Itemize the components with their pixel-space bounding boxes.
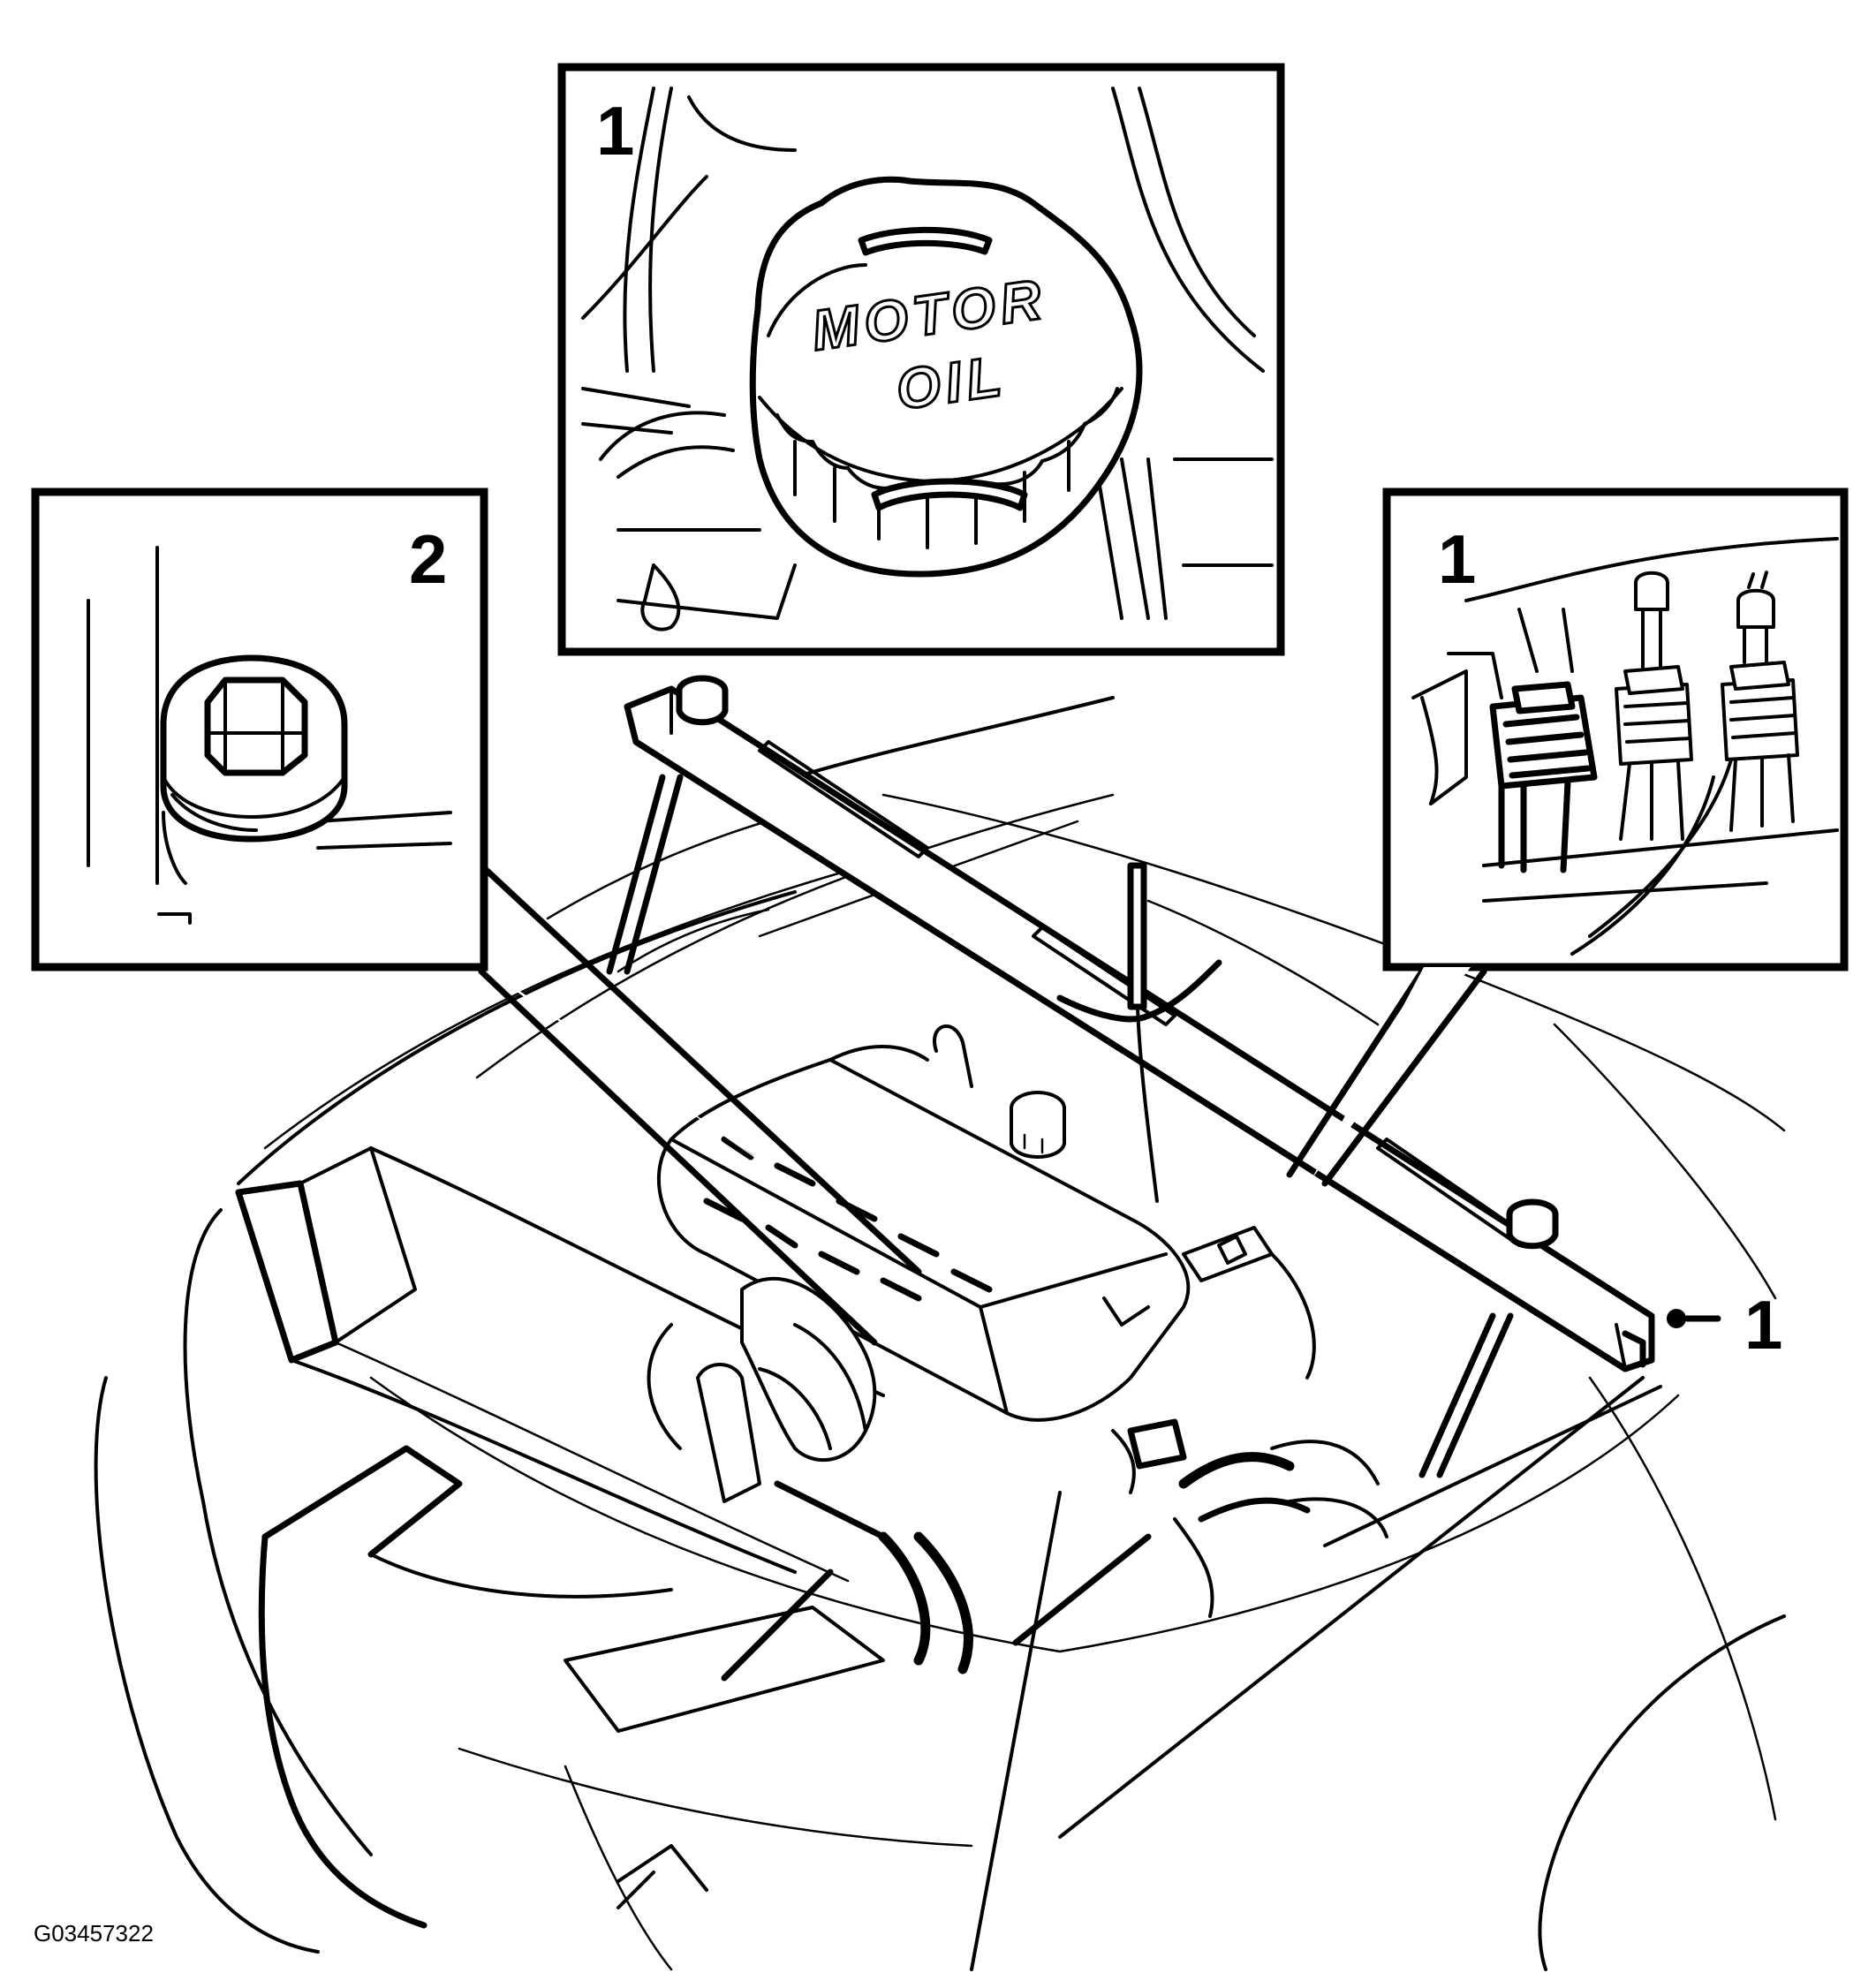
connector-inset-label: 1: [1438, 520, 1476, 598]
support-bar-label: 1: [1744, 1286, 1782, 1364]
drain-plug-inset-label: 2: [409, 520, 447, 598]
connector-inset: 1: [1312, 488, 1849, 1179]
support-bar-callout-dot: [1667, 1309, 1686, 1328]
drain-plug-inset: 2: [31, 488, 919, 1272]
oil-cap-inset-label: 1: [596, 92, 634, 170]
oil-cap-inset: MOTOR OIL 1: [557, 63, 1285, 656]
leader-lines: [478, 862, 1721, 1971]
reference-code: G03457322: [34, 1920, 154, 1947]
engine-support-bar: [606, 675, 1655, 1478]
